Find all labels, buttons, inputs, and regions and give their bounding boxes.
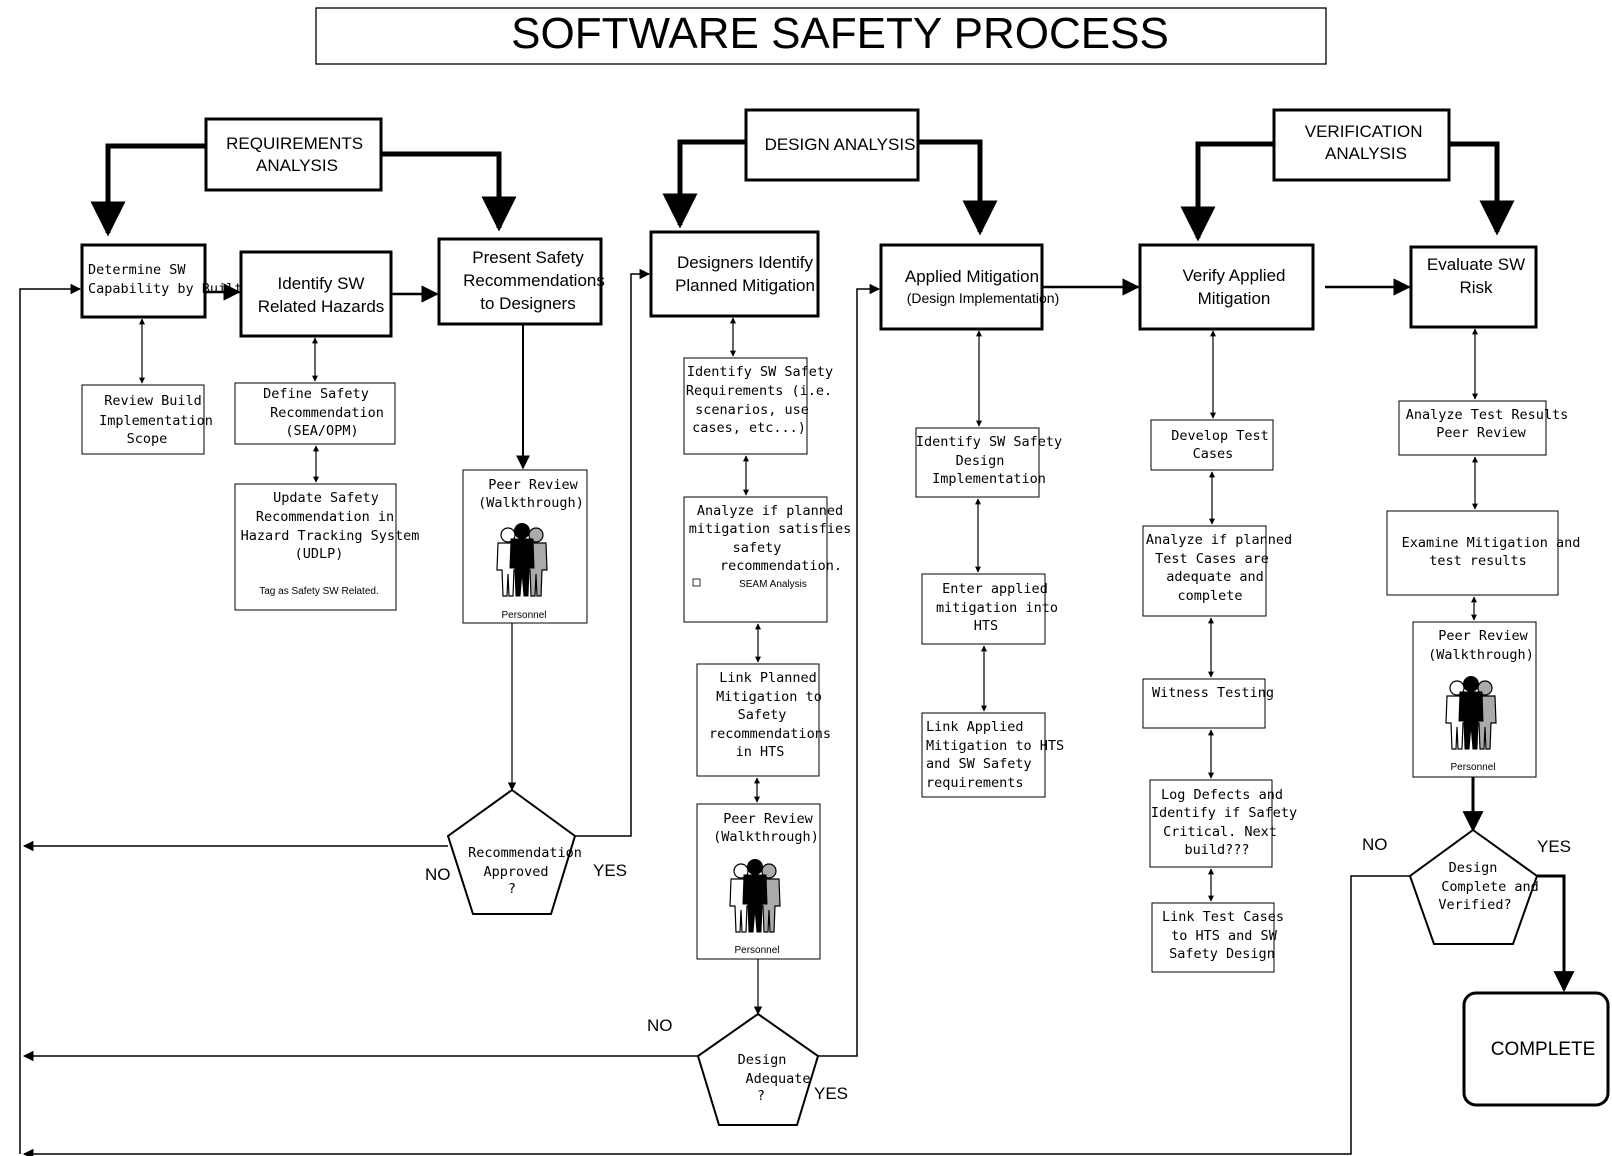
- box-applied-mitigation: Applied Mitigation(Design Implementation…: [879, 243, 1059, 331]
- svg-text:Peer Review(Walkthrough): Peer Review(Walkthrough): [713, 811, 819, 845]
- svg-text:Personnel: Personnel: [1450, 762, 1495, 773]
- arrow-yes-2-to-applied: [818, 283, 881, 1057]
- label-yes-2: YES: [814, 1084, 848, 1103]
- svg-text:DESIGN ANALYSIS: DESIGN ANALYSIS: [765, 135, 916, 154]
- seam-checkbox-icon: [692, 578, 701, 587]
- left-feedback-bus: [19, 283, 82, 1154]
- svg-text:REQUIREMENTS ANALYSIS: REQUIREMENTS ANALYSIS: [226, 134, 368, 175]
- box-witness-testing: Witness Testing: [1142, 678, 1274, 729]
- box-peer-review-1: Peer Review(Walkthrough) Personnel: [462, 469, 588, 624]
- arrow-no-3-back: [22, 875, 1410, 1156]
- label-no-3: NO: [1362, 835, 1388, 854]
- terminal-complete: COMPLETE: [1462, 991, 1610, 1107]
- page-title: SOFTWARE SAFETY PROCESS: [511, 9, 1169, 58]
- phase-design-analysis: DESIGN ANALYSIS: [744, 108, 920, 182]
- svg-text:Peer Review(Walkthrough): Peer Review(Walkthrough): [478, 477, 584, 511]
- box-peer-review-3: Peer Review(Walkthrough) Personnel: [1412, 621, 1537, 778]
- svg-text:COMPLETE: COMPLETE: [1491, 1039, 1596, 1060]
- svg-text:Personnel: Personnel: [734, 945, 779, 956]
- label-no-1: NO: [425, 865, 451, 884]
- arrow-yes-3-to-complete: [1537, 874, 1575, 993]
- label-no-2: NO: [647, 1016, 673, 1035]
- svg-text:Peer Review(Walkthrough): Peer Review(Walkthrough): [1428, 628, 1534, 663]
- svg-text:Personnel: Personnel: [501, 610, 546, 621]
- phase-requirements-analysis: REQUIREMENTS ANALYSIS: [204, 117, 383, 192]
- main-flow-arrows: [205, 278, 1411, 303]
- svg-text:Tag as Safety SW Related.: Tag as Safety SW Related.: [259, 586, 379, 597]
- svg-text:Witness Testing: Witness Testing: [1152, 685, 1274, 701]
- phase-verification-analysis: VERIFICATION ANALYSIS: [1272, 108, 1451, 182]
- col2-connectors: [730, 317, 761, 803]
- svg-text:SEAM Analysis: SEAM Analysis: [739, 579, 807, 590]
- phase-bracket-arrows: [90, 139, 1515, 242]
- col3-connectors: [975, 330, 987, 712]
- col1-connectors: [139, 318, 319, 483]
- col4-connectors: [1208, 330, 1216, 902]
- title-frame: [315, 7, 1327, 65]
- box-peer-review-2: Peer Review(Walkthrough) Personnel: [696, 803, 821, 960]
- svg-text:Applied Mitigation(Design Impl: Applied Mitigation(Design Implementation…: [905, 267, 1059, 306]
- col5-connectors: [1471, 328, 1478, 621]
- label-yes-1: YES: [593, 861, 627, 880]
- svg-text:VERIFICATION ANALYSIS: VERIFICATION ANALYSIS: [1305, 122, 1427, 163]
- arrow-yes-1-to-designers: [575, 268, 651, 837]
- label-yes-3: YES: [1537, 837, 1571, 856]
